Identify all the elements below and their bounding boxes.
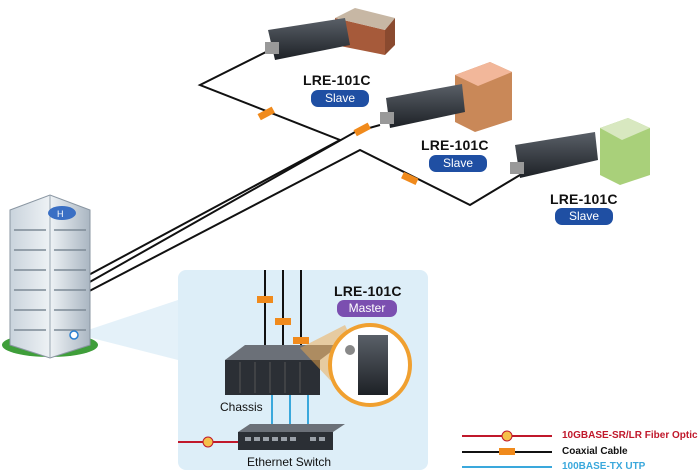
slave1-device [265,8,395,60]
panel-pointer [76,300,178,360]
tower-building: H [2,194,98,359]
ethernet-switch [238,424,345,450]
legend-coax-label: Coaxial Cable [562,446,628,457]
chassis-label: Chassis [220,400,263,414]
slave3-role-badge: Slave [555,208,613,225]
slave1-model-label: LRE-101C [303,72,371,88]
svg-text:H: H [57,209,64,219]
ethernet-switch-label: Ethernet Switch [247,455,332,469]
slave2-model-label: LRE-101C [421,137,489,153]
master-role-badge: Master [337,300,397,317]
legend-fiber-label: 10GBASE-SR/LR Fiber Optic [562,430,698,441]
fiber-tag [202,436,214,448]
slave1-role-badge: Slave [311,90,369,107]
coax-cables [69,44,521,300]
slave2-device [380,62,512,132]
slave3-device [510,118,650,185]
slave3-model-label: LRE-101C [550,191,618,207]
slave2-role-badge: Slave [429,155,487,172]
legend-utp-label: 100BASE-TX UTP [562,461,646,472]
master-zoom [300,323,412,407]
legend-lines [462,430,552,468]
master-model-label: LRE-101C [334,283,402,299]
